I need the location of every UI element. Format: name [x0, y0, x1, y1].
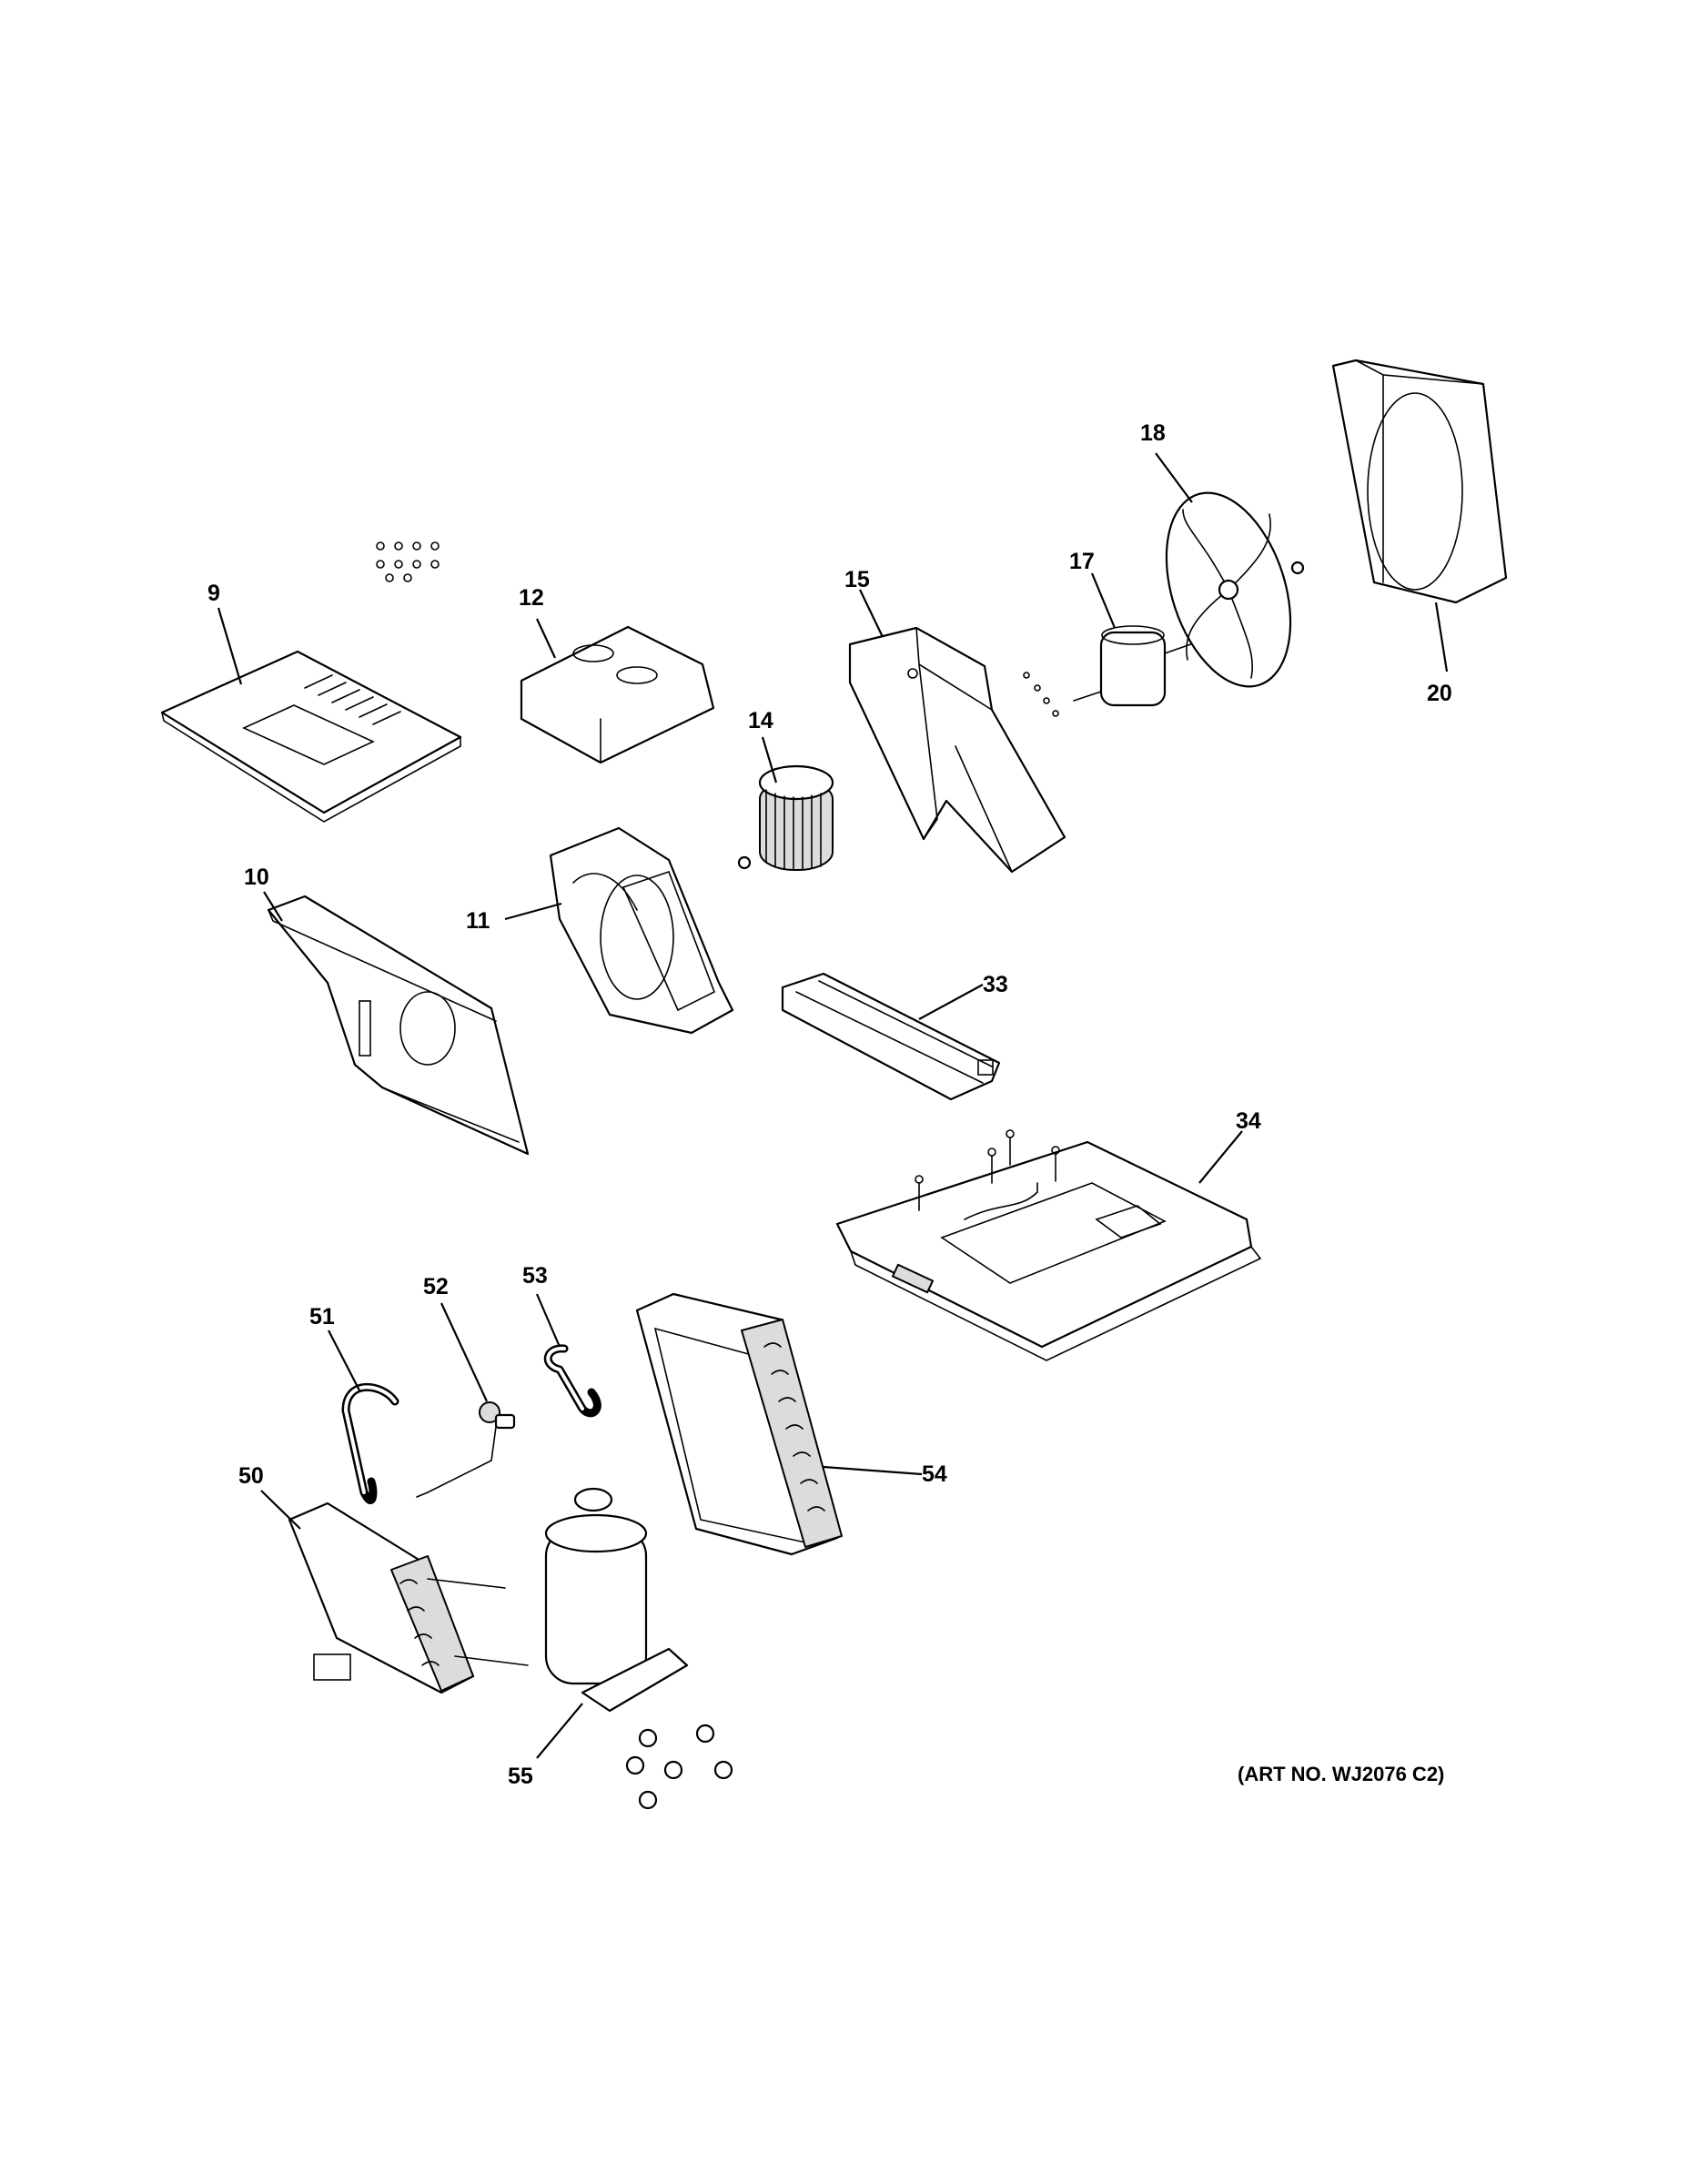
callout-15: 15 [844, 567, 870, 592]
part-53-tube [544, 1344, 601, 1418]
callout-18: 18 [1140, 420, 1166, 446]
part-17-fan-motor [1023, 625, 1202, 717]
callout-20: 20 [1427, 681, 1452, 706]
part-11-scroll-housing [549, 826, 734, 1035]
part-10-partition [267, 895, 530, 1156]
part-34-base-pan [835, 1129, 1262, 1361]
leader-lines [217, 452, 1449, 1759]
part-12-shroud [520, 625, 715, 764]
part-54-evaporator-coil [635, 1292, 843, 1556]
callout-50: 50 [238, 1463, 264, 1489]
part-20-orifice-shroud [1331, 359, 1508, 604]
callout-9: 9 [207, 581, 220, 606]
part-50-condenser-coil [288, 1502, 529, 1694]
callout-10: 10 [244, 864, 269, 890]
callout-53: 53 [522, 1263, 548, 1289]
art-number-label: (ART NO. WJ2076 C2) [1238, 1763, 1445, 1785]
callout-12: 12 [519, 585, 544, 611]
callout-17: 17 [1069, 549, 1095, 574]
callout-52: 52 [423, 1274, 449, 1299]
callout-11: 11 [466, 908, 490, 934]
part-51-tube [341, 1382, 399, 1504]
callouts: 9 12 15 14 17 18 20 10 11 33 34 51 52 53… [207, 420, 1452, 1789]
part-9-top-cover [160, 650, 462, 823]
callout-34: 34 [1236, 1108, 1261, 1134]
part-52-sensor [416, 1401, 516, 1498]
callout-51: 51 [309, 1304, 335, 1330]
callout-54: 54 [922, 1461, 947, 1487]
part-33-drain-pan [781, 972, 1001, 1101]
part-9-screws [376, 541, 440, 582]
callout-14: 14 [748, 708, 773, 733]
part-18-fan-blade [1165, 491, 1305, 688]
part-55-compressor [544, 1487, 733, 1810]
part-15-motor-bracket [848, 626, 1066, 874]
part-14-blower-wheel [737, 764, 834, 871]
callout-55: 55 [508, 1764, 533, 1789]
callout-33: 33 [983, 972, 1008, 997]
